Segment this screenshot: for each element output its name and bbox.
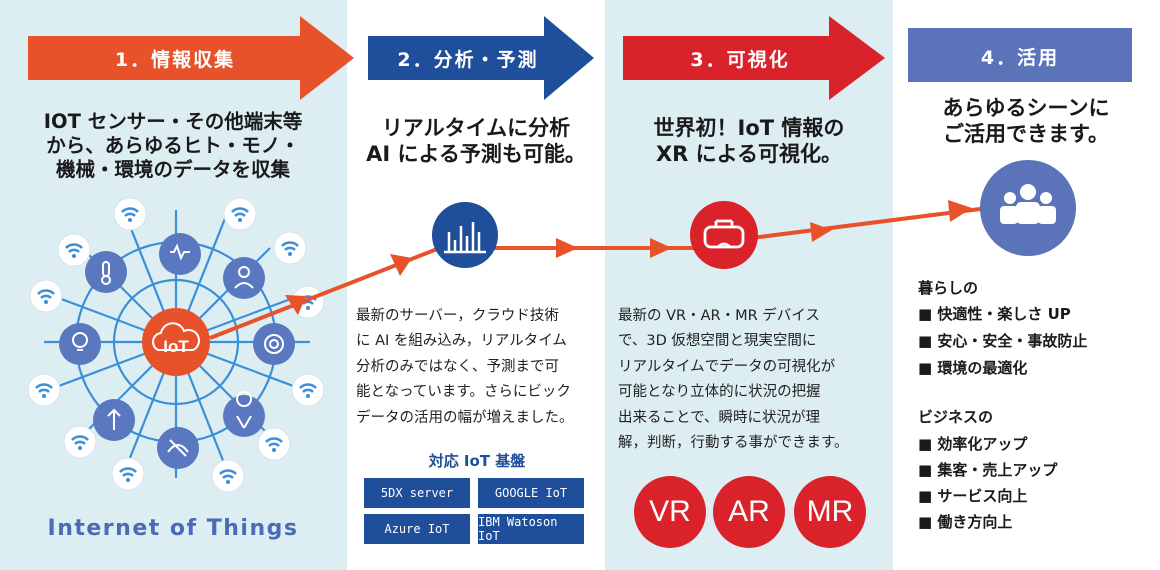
analysis-chart-icon [432, 202, 498, 268]
col1-headline: IOT センサー・その他端末等 から、あらゆるヒト・モノ・ 機械・環境のデータを… [43, 110, 303, 181]
people-group-icon [980, 160, 1076, 256]
ar-badge: AR [713, 476, 785, 548]
platform-ibm-watson-iot: IBM Watoson IoT [478, 514, 584, 544]
col3-headline: 世界初！IoT 情報の XR による可視化。 [653, 116, 845, 166]
step-4-label: 4．活用 [980, 47, 1060, 69]
column-2-background [347, 0, 605, 570]
mr-badge: MR [794, 476, 866, 548]
business-item: ■ 集客・売上アップ [918, 461, 1058, 479]
column-3-background [605, 0, 893, 570]
life-title: 暮らしの [918, 279, 979, 297]
vr-badge: VR [634, 476, 706, 548]
platform-azure-iot: Azure IoT [364, 514, 470, 544]
col2-headline: リアルタイムに分析 AI による予測も可能。 [366, 116, 586, 166]
step-4-box [908, 28, 1132, 82]
iot-center-label: IoT [163, 337, 189, 356]
platform-5dx-server: 5DX server [364, 478, 470, 508]
col2-body: 最新のサーバー，クラウド技術 に AI を組み込み，リアルタイム 分析のみではな… [356, 308, 574, 426]
business-item: ■ サービス向上 [918, 487, 1028, 505]
business-title: ビジネスの [918, 408, 994, 426]
step-2-arrow [368, 16, 594, 100]
platform-title: 対応 IoT 基盤 [428, 452, 526, 470]
life-item: ■ 環境の最適化 [918, 359, 1028, 377]
internet-of-things-label: Internet of Things [47, 516, 299, 541]
col4-headline: あらゆるシーンに ご活用できます。 [942, 96, 1110, 146]
vr-headset-icon [690, 201, 758, 269]
step-3-label: 3．可視化 [690, 49, 790, 71]
iot-network-diagram: IoT [27, 197, 325, 493]
step-1-arrow [28, 16, 354, 100]
step-3-arrow [623, 16, 885, 100]
life-item: ■ 安心・安全・事故防止 [918, 332, 1088, 350]
column-4-background [893, 0, 1160, 570]
business-item: ■ 働き方向上 [918, 513, 1013, 531]
business-item: ■ 効率化アップ [918, 435, 1028, 453]
platform-google-iot: GOOGLE IoT [478, 478, 584, 508]
step-1-label: 1．情報収集 [114, 49, 236, 71]
col3-body: 最新の VR・AR・MR デバイス で、3D 仮想空間と現実空間に リアルタイム… [618, 308, 849, 451]
step-2-label: 2．分析・予測 [397, 49, 539, 71]
life-item: ■ 快適性・楽しさ UP [918, 305, 1071, 323]
